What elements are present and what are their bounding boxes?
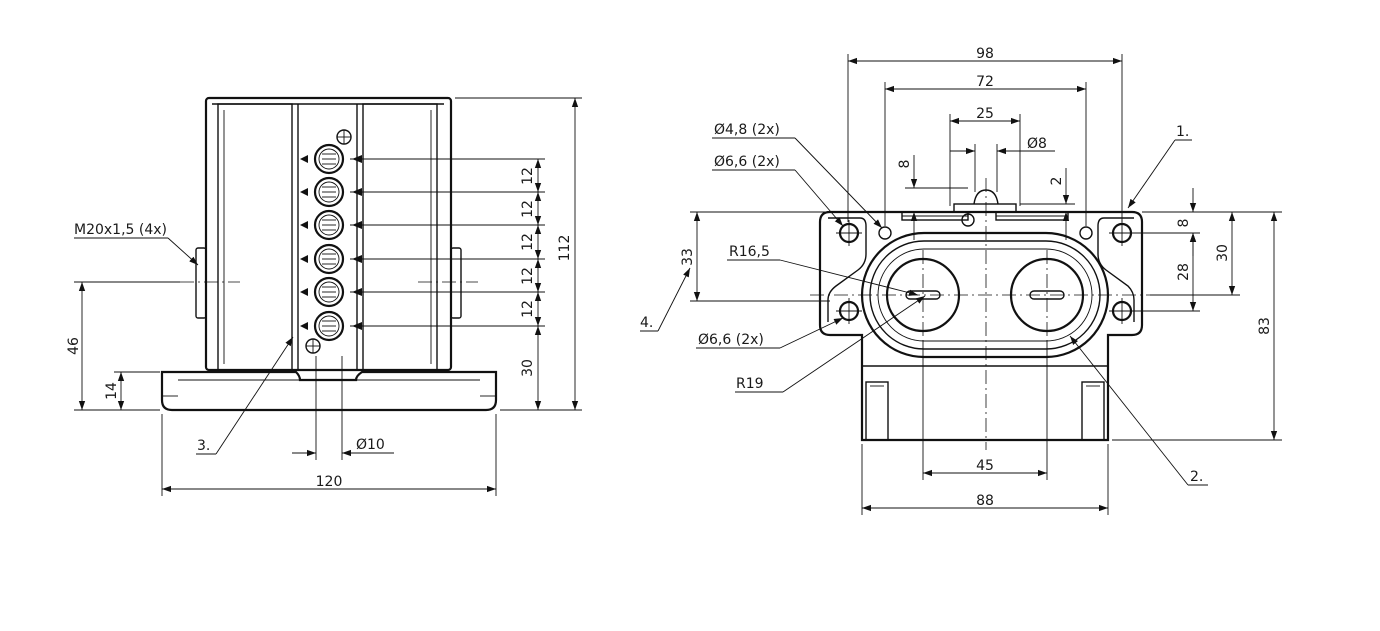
front-dim-left: 46 14	[66, 281, 180, 411]
terminal-6	[313, 310, 345, 342]
dim-side-dia8: Ø8	[1027, 136, 1047, 152]
item-label-4: 4.	[640, 315, 653, 331]
item-label-2: 2.	[1190, 469, 1203, 485]
front-view: 12 12 12 12 12 30 112 46 14	[66, 96, 582, 496]
dim-bottom-offset: 30	[520, 359, 536, 377]
callout-hole-66-top: Ø6,6 (2x)	[714, 154, 780, 170]
side-view: 98 72 25 Ø8 8 2	[640, 46, 1282, 515]
front-callouts: M20x1,5 (4x) 3.	[74, 222, 294, 455]
dim-side-45: 45	[976, 458, 994, 474]
dim-side-2: 2	[1049, 177, 1065, 186]
terminal-2	[313, 176, 345, 208]
side-dim-top: 98 72 25 Ø8 8 2	[847, 46, 1123, 240]
side-callouts: Ø4,8 (2x) Ø6,6 (2x) R16,5 Ø6,6 (2x) R19 …	[640, 122, 1208, 486]
item-label-3: 3.	[197, 438, 210, 454]
side-dim-right: 8 28 30 83	[1112, 188, 1282, 441]
dim-side-98: 98	[976, 46, 994, 62]
front-terminal-column	[300, 143, 345, 342]
callout-radius-165: R16,5	[729, 244, 770, 260]
front-pitch-dimensions: 12 12 12 12 12 30	[350, 155, 545, 411]
dim-side-8-top: 8	[897, 160, 913, 169]
dim-side-8-right: 8	[1176, 219, 1192, 228]
item-label-1: 1.	[1176, 124, 1189, 140]
side-center-lines	[810, 178, 1150, 450]
front-body-outline	[160, 96, 498, 412]
terminal-1	[313, 143, 345, 175]
dim-side-28: 28	[1176, 263, 1192, 281]
dim-side-33: 33	[680, 248, 696, 266]
terminal-3	[313, 209, 345, 241]
dim-pitch-3: 12	[520, 233, 536, 251]
callout-thread: M20x1,5 (4x)	[74, 222, 167, 238]
dim-pitch-5: 12	[520, 300, 536, 318]
callout-hole-48: Ø4,8 (2x)	[714, 122, 780, 138]
terminal-5	[313, 276, 345, 308]
side-flange	[818, 189, 1144, 442]
dim-front-width: 120	[316, 474, 343, 490]
dim-pitch-4: 12	[520, 267, 536, 285]
dim-side-25: 25	[976, 106, 994, 122]
dim-axis-height: 46	[66, 337, 82, 355]
dim-side-72: 72	[976, 74, 994, 90]
callout-hole-66-bottom: Ø6,6 (2x)	[698, 332, 764, 348]
dim-pitch-1: 12	[520, 167, 536, 185]
dim-side-30: 30	[1215, 244, 1231, 262]
dim-total-height: 112	[557, 235, 573, 262]
dim-side-83: 83	[1257, 317, 1273, 335]
front-dim-bottom: 120 Ø10	[161, 356, 497, 496]
dim-side-88: 88	[976, 493, 994, 509]
front-dim-112: 112	[455, 97, 582, 411]
callout-radius-19: R19	[736, 376, 764, 392]
dim-base-height: 14	[104, 382, 120, 400]
dim-front-hole: Ø10	[356, 437, 385, 453]
side-dim-left: 33	[680, 211, 830, 302]
terminal-4	[313, 243, 345, 275]
dim-pitch-2: 12	[520, 200, 536, 218]
side-dim-bottom: 45 88	[861, 340, 1109, 515]
side-mounting-holes	[836, 213, 1135, 324]
